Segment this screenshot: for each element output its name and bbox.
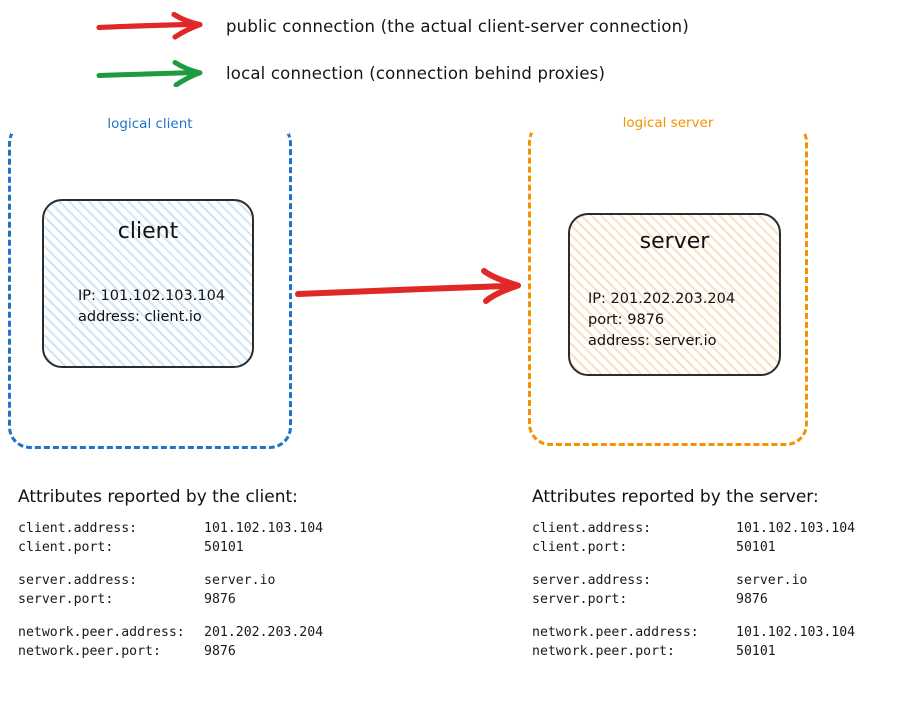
server-node-line: IP: 201.202.203.204 [588, 291, 736, 307]
logical-server-group: logical server [528, 113, 808, 446]
client-node-line: address: client.io [78, 309, 202, 325]
server-node-title: server [639, 229, 710, 254]
attribute-value: 50101 [736, 644, 776, 659]
attribute-row: client.port: 50101 [532, 538, 855, 557]
client-attributes-panel: Attributes reported by the client: clien… [18, 487, 323, 661]
logical-client-label: logical client [11, 114, 289, 134]
client-node[interactable]: client IP: 101.102.103.104 address: clie… [42, 199, 254, 368]
attribute-row: client.address: 101.102.103.104 [532, 519, 855, 538]
attribute-value: 9876 [204, 592, 236, 607]
server-attributes-panel: Attributes reported by the server: clien… [532, 487, 855, 661]
attribute-group: network.peer.address: 201.202.203.204 ne… [18, 623, 323, 661]
attribute-value: 9876 [204, 644, 236, 659]
attribute-group: client.address: 101.102.103.104 client.p… [532, 519, 855, 557]
green-arrow-icon [96, 60, 203, 87]
attribute-row: client.address: 101.102.103.104 [18, 519, 323, 538]
attribute-value: 50101 [204, 540, 244, 555]
attribute-value: server.io [204, 573, 276, 588]
attribute-key: server.port: [532, 592, 628, 607]
server-attributes-heading: Attributes reported by the server: [532, 487, 819, 507]
attribute-row: network.peer.port: 9876 [18, 642, 323, 661]
client-node-title: client [117, 219, 179, 244]
attribute-row: server.port: 9876 [18, 590, 323, 609]
attribute-group: server.address: server.io server.port: 9… [532, 571, 855, 609]
attribute-key: client.address: [532, 521, 652, 536]
attribute-row: network.peer.address: 201.202.203.204 [18, 623, 323, 642]
attribute-value: 201.202.203.204 [204, 625, 324, 640]
attribute-key: server.address: [18, 573, 138, 588]
attribute-key: client.address: [18, 521, 138, 536]
attribute-value: 101.102.103.104 [204, 521, 324, 536]
attribute-key: network.peer.address: [18, 625, 185, 640]
attribute-row: server.port: 9876 [532, 590, 855, 609]
client-node-details: IP: 101.102.103.104 address: client.io [78, 286, 225, 328]
attribute-value: 9876 [736, 592, 768, 607]
client-attributes-heading: Attributes reported by the client: [18, 487, 298, 507]
attribute-row: server.address: server.io [18, 571, 323, 590]
attribute-row: server.address: server.io [532, 571, 855, 590]
server-node[interactable]: server IP: 201.202.203.204 port: 9876 ad… [568, 213, 781, 376]
legend-item-local-connection: local connection (connection behind prox… [96, 59, 605, 87]
attribute-value: server.io [736, 573, 808, 588]
legend-label-local-connection: local connection (connection behind prox… [226, 63, 606, 83]
server-node-details: IP: 201.202.203.204 port: 9876 address: … [588, 289, 735, 352]
legend-item-public-connection: public connection (the actual client-ser… [96, 12, 689, 40]
attribute-group: client.address: 101.102.103.104 client.p… [18, 519, 323, 557]
attribute-value: 101.102.103.104 [736, 521, 856, 536]
attribute-key: client.port: [532, 540, 628, 555]
attribute-row: network.peer.port: 50101 [532, 642, 855, 661]
public-connection-arrow [295, 268, 521, 304]
attribute-key: server.port: [18, 592, 114, 607]
logical-client-group: logical client [8, 114, 292, 449]
attribute-key: client.port: [18, 540, 114, 555]
attribute-group: network.peer.address: 101.102.103.104 ne… [532, 623, 855, 661]
attribute-key: network.peer.address: [532, 625, 699, 640]
attribute-key: network.peer.port: [18, 644, 161, 659]
client-node-line: IP: 101.102.103.104 [78, 288, 226, 304]
attribute-row: client.port: 50101 [18, 538, 323, 557]
legend-label-public-connection: public connection (the actual client-ser… [226, 16, 689, 36]
red-arrow-icon [96, 12, 203, 40]
attribute-group: server.address: server.io server.port: 9… [18, 571, 323, 609]
server-node-line: port: 9876 [588, 312, 665, 328]
attribute-key: network.peer.port: [532, 644, 675, 659]
attribute-row: network.peer.address: 101.102.103.104 [532, 623, 855, 642]
attribute-value: 50101 [736, 540, 776, 555]
attribute-key: server.address: [532, 573, 652, 588]
server-node-line: address: server.io [588, 333, 717, 349]
attribute-value: 101.102.103.104 [736, 625, 856, 640]
logical-server-label: logical server [531, 113, 805, 133]
